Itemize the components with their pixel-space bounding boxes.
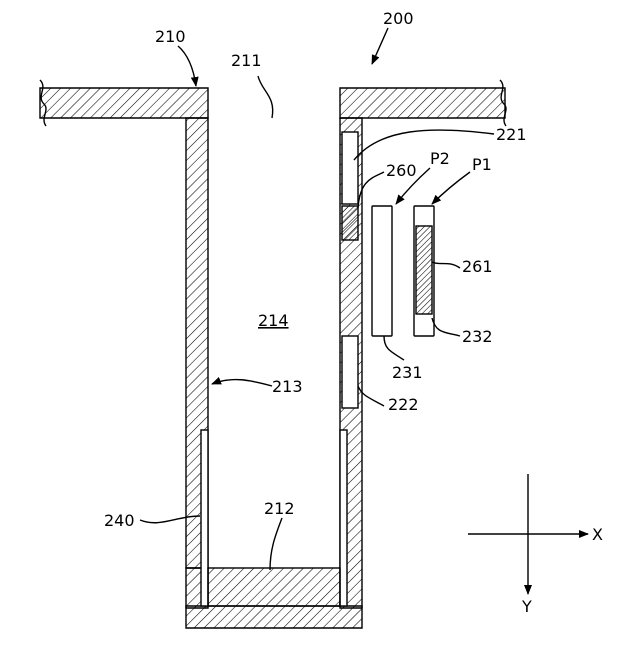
label-211: 211 <box>231 51 262 70</box>
lining-left <box>201 430 208 606</box>
label-212: 212 <box>264 499 295 518</box>
label-232: 232 <box>462 327 493 346</box>
label-210: 210 <box>155 27 186 46</box>
label-p2: P2 <box>430 149 450 168</box>
top-wall-left <box>40 88 208 118</box>
label-222: 222 <box>388 395 419 414</box>
film-261 <box>416 226 432 314</box>
leader-210 <box>178 46 196 86</box>
leader-p1 <box>432 172 470 204</box>
label-213: 213 <box>272 377 303 396</box>
axis-y-label: Y <box>521 597 532 616</box>
label-231: 231 <box>392 363 423 382</box>
leader-212 <box>270 518 282 570</box>
label-214: 214 <box>258 311 289 330</box>
leader-232 <box>432 318 460 336</box>
leader-261 <box>432 262 460 268</box>
label-260: 260 <box>386 161 417 180</box>
label-261: 261 <box>462 257 493 276</box>
bottom-plate <box>186 606 362 628</box>
bottom-block-212 <box>208 568 340 606</box>
axis-x-label: X <box>592 525 603 544</box>
leader-231 <box>384 336 404 360</box>
window-222 <box>342 336 358 408</box>
leader-200 <box>372 28 388 64</box>
element-260 <box>342 206 358 240</box>
lining-right <box>340 430 347 606</box>
leader-211 <box>258 76 273 118</box>
plate-231 <box>372 206 392 336</box>
label-p1: P1 <box>472 155 492 174</box>
label-221: 221 <box>496 125 527 144</box>
label-200: 200 <box>383 9 414 28</box>
label-240: 240 <box>104 511 135 530</box>
top-wall-right <box>340 88 505 118</box>
window-221 <box>342 132 358 204</box>
leader-213 <box>212 380 272 386</box>
